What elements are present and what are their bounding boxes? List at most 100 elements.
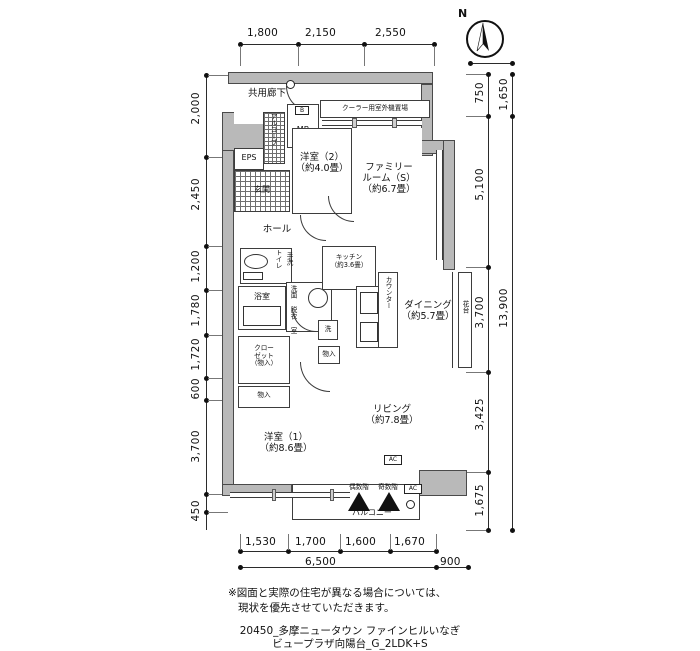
right-outer-tick-0	[510, 72, 515, 77]
right-outer-dimension-line	[512, 74, 513, 532]
area-alcove	[263, 112, 285, 164]
label-living: リビング （約7.8畳）	[365, 404, 419, 426]
label-eps: EPS	[241, 153, 257, 162]
right-ext-1	[466, 116, 486, 117]
railing-post-1	[352, 118, 357, 128]
right-ext-3	[466, 372, 486, 373]
left-dimension-4: 1,720	[190, 338, 202, 371]
left-tick-2	[204, 244, 209, 249]
room-living	[344, 390, 440, 440]
door-western-2	[328, 196, 354, 222]
top-ext-0	[240, 46, 241, 66]
scalebar-tick-right	[510, 61, 515, 66]
bottom-ext-4	[436, 534, 437, 550]
ac-mark-living: AC	[384, 455, 402, 465]
balcony-railing	[230, 492, 350, 498]
label-hatch-odd: 奇数階	[378, 483, 398, 491]
top-ext-1	[298, 46, 299, 66]
wall-right-family	[443, 140, 455, 270]
right-tick-5	[486, 528, 491, 533]
label-dining: ダイニング （約5.7畳）	[401, 300, 455, 322]
bottom-tick-0	[238, 549, 243, 554]
bottom-tick-3	[388, 549, 393, 554]
left-tick-1	[204, 155, 209, 160]
property-title-line-1: 20450_多摩ニュータウン ファインヒルいなぎ	[239, 625, 461, 637]
balcony-drain-icon	[406, 500, 415, 509]
bottom-tick-1	[286, 549, 291, 554]
top-tick-0	[238, 42, 243, 47]
label-ac-outdoor: クーラー用室外機置場	[342, 104, 408, 112]
label-washer: 洗	[324, 325, 332, 333]
label-hall: ホール	[262, 224, 292, 235]
right-tick-1	[486, 114, 491, 119]
right-ext-4	[466, 472, 486, 473]
label-western-room-2: 洋室（2） （約4.0畳）	[295, 152, 349, 174]
bottom-total-tick-0	[238, 565, 243, 570]
disclaimer-line-1: ※図面と実際の住宅が異なる場合については、	[228, 587, 447, 599]
right-outer-dimension-1650: 1,650	[498, 78, 510, 111]
bottom-extra-line	[436, 567, 470, 568]
left-tick-8	[204, 510, 209, 515]
wall-top-corridor	[228, 72, 433, 84]
wall-left-main	[222, 150, 234, 495]
right-tick-4	[486, 470, 491, 475]
top-tick-1	[296, 42, 301, 47]
ac-mark-balcony: AC	[404, 484, 422, 494]
stove-fixture	[360, 322, 378, 342]
bottom-dimension-2: 1,600	[345, 536, 377, 548]
label-balcony: バルコニー	[352, 508, 392, 517]
label-kitchen: キッチン （約3.6畳）	[330, 253, 368, 269]
label-flower-stand: 花台	[461, 300, 469, 314]
label-family-room: ファミリー ルーム（S） （約6.7畳）	[362, 162, 416, 195]
left-tick-3	[204, 288, 209, 293]
balcony-post-1	[272, 489, 276, 501]
bottom-dimension-0: 1,530	[245, 536, 277, 548]
right-dimension-3425: 3,425	[474, 398, 486, 431]
left-dimension-2: 1,200	[190, 250, 202, 283]
right-tick-0	[486, 72, 491, 77]
left-tick-6	[204, 398, 209, 403]
bottom-ext-1	[288, 534, 289, 550]
label-closet: クロー ゼット （物入）	[250, 344, 278, 368]
left-tick-4	[204, 333, 209, 338]
room-closet	[238, 336, 290, 384]
bottom-extra-tick	[466, 565, 471, 570]
label-toilet-washbasin: 手洗	[285, 252, 293, 266]
right-tick-2	[486, 265, 491, 270]
right-tick-3	[486, 370, 491, 375]
left-dimension-1: 2,450	[190, 178, 202, 211]
left-tick-0	[204, 73, 209, 78]
bathtub-fixture	[243, 306, 281, 326]
left-ext-2	[208, 246, 228, 247]
bottom-dimension-3: 1,670	[394, 536, 426, 548]
left-dimension-6: 3,700	[190, 430, 202, 463]
room-kitchen	[322, 246, 376, 290]
room-dining	[398, 280, 458, 330]
label-entrance: 玄関	[254, 185, 270, 194]
bottom-tick-2	[338, 549, 343, 554]
washer-space	[318, 320, 338, 340]
room-storage-1	[238, 386, 290, 408]
bottom-ext-2	[340, 534, 341, 550]
left-ext-0	[208, 75, 228, 76]
wall-bottom-right-block	[419, 470, 467, 496]
left-ext-3	[208, 290, 228, 291]
kitchen-counter	[378, 272, 398, 348]
bottom-ext-3	[390, 534, 391, 550]
left-dimension-7: 450	[190, 500, 202, 522]
compass-scalebar	[470, 63, 514, 64]
label-corridor: 共用廊下	[247, 88, 286, 99]
railing-ac-outdoor	[322, 120, 422, 126]
top-tick-2	[362, 42, 367, 47]
room-family	[356, 128, 422, 228]
bottom-dimension-1: 1,700	[295, 536, 327, 548]
left-ext-5	[208, 378, 228, 379]
left-dimension-0: 2,000	[190, 92, 202, 125]
bottom-ext-0	[240, 534, 241, 550]
left-ext-4	[208, 335, 228, 336]
right-dimension-3700: 3,700	[474, 296, 486, 329]
left-ext-6	[208, 400, 228, 401]
left-dimension-line	[206, 75, 207, 530]
toilet-bowl-fixture	[244, 254, 268, 269]
area-entrance	[234, 170, 290, 212]
